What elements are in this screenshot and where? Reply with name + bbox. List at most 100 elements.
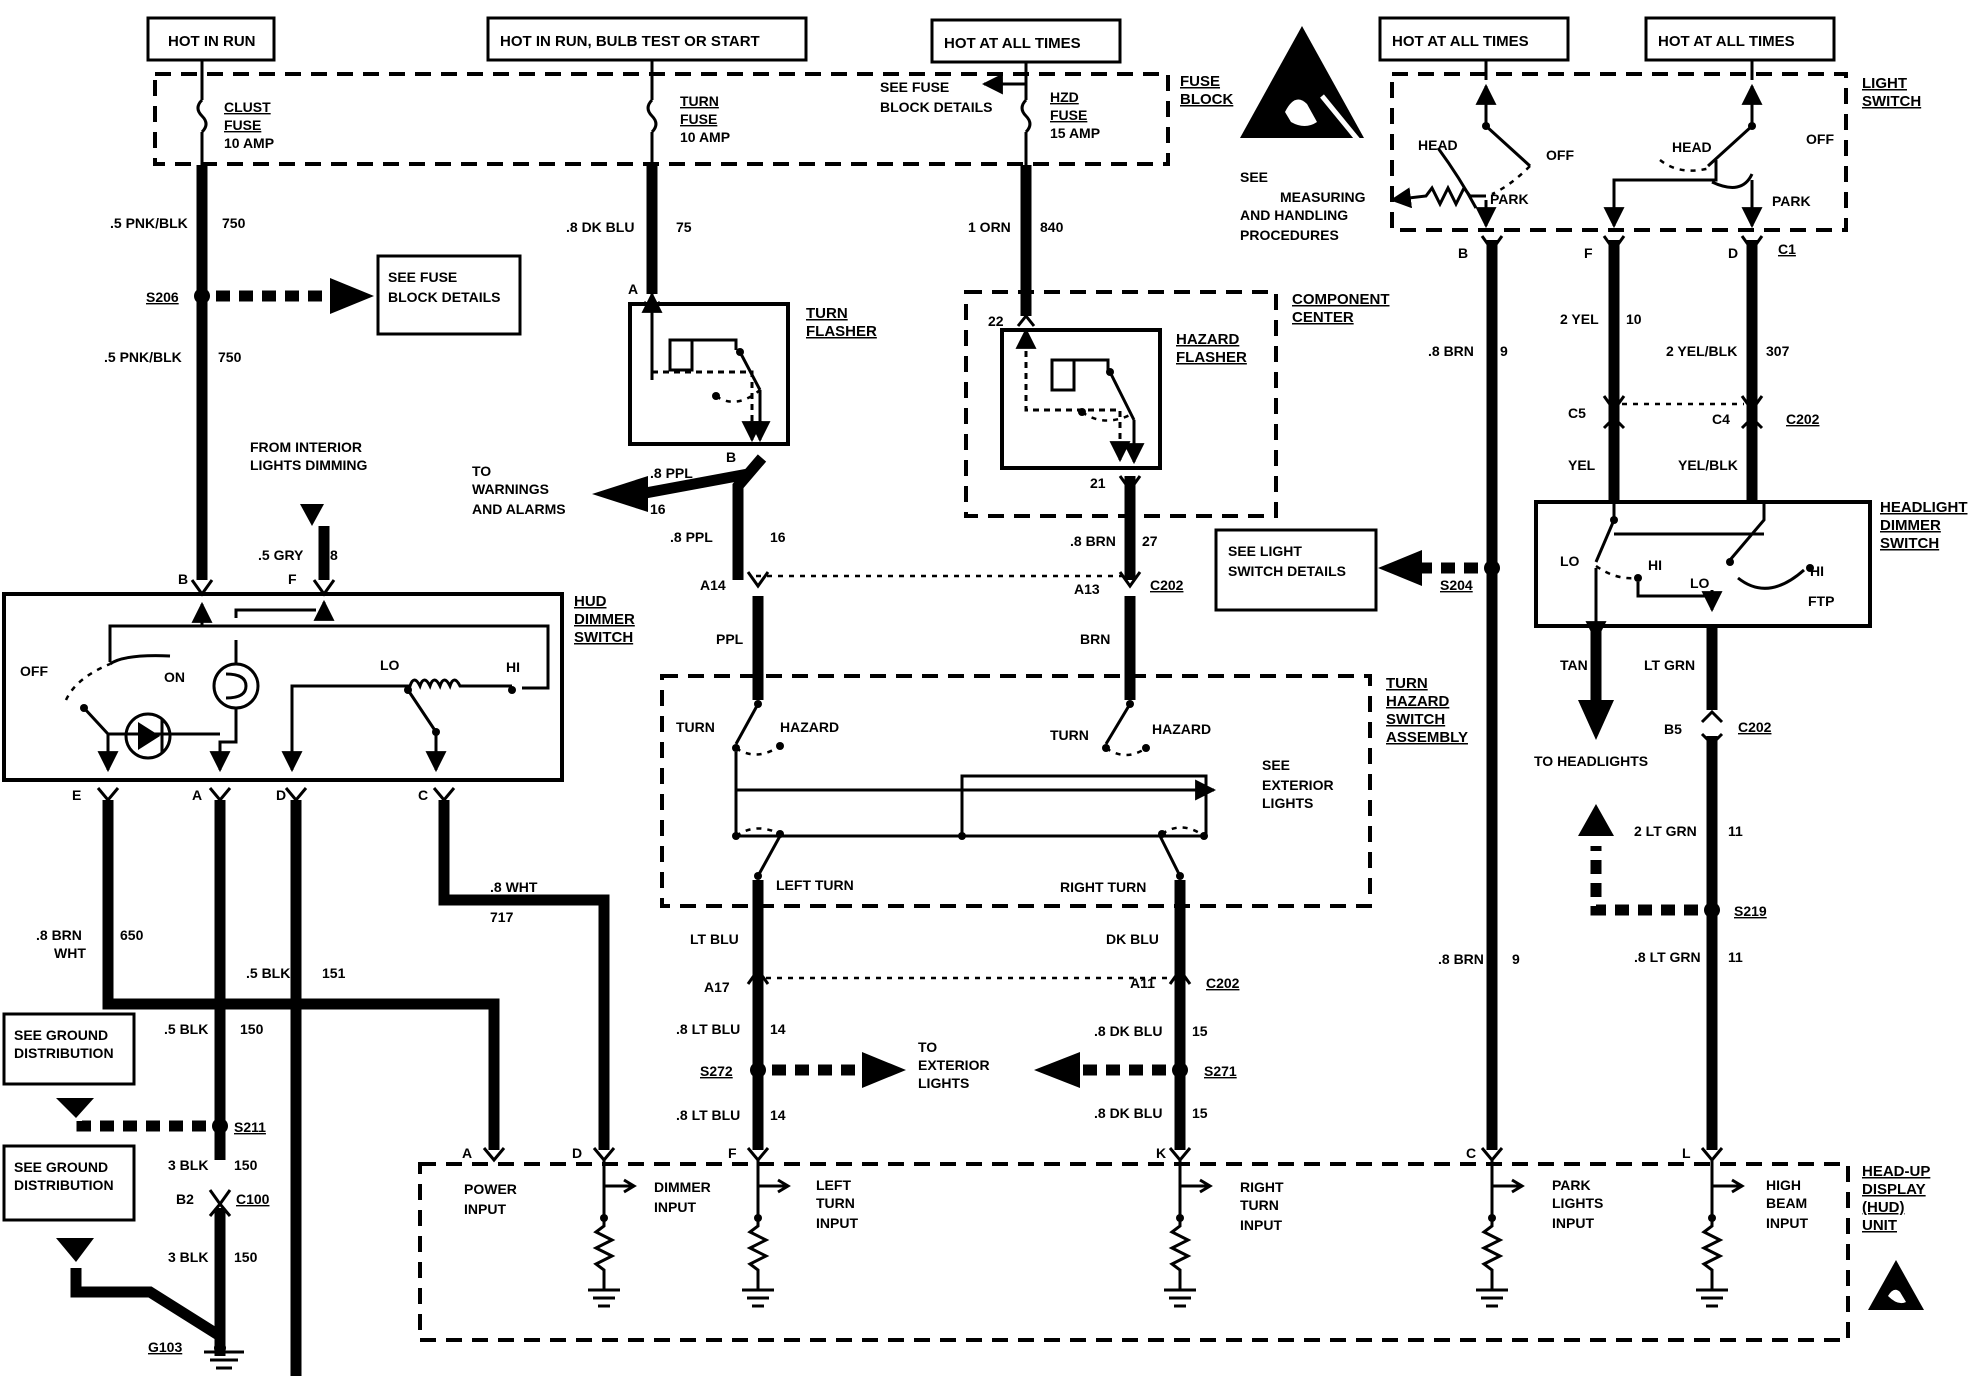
svg-text:LIGHTS: LIGHTS xyxy=(1262,795,1313,811)
svg-text:.5 PNK/BLK: .5 PNK/BLK xyxy=(104,349,182,365)
wire-150: .5 BLK 150 3 BLK 150 B2 C100 3 BLK 150 xyxy=(70,800,270,1356)
svg-text:FLASHER: FLASHER xyxy=(806,323,877,340)
svg-text:C4: C4 xyxy=(1712,411,1730,427)
wire-10: 2 YEL 10 xyxy=(1560,235,1642,500)
wire-label-yel-blk: YEL/BLK xyxy=(1678,457,1738,473)
svg-text:.8 DK BLU: .8 DK BLU xyxy=(1094,1105,1162,1121)
svg-text:9: 9 xyxy=(1512,951,1520,967)
svg-text:HI: HI xyxy=(1648,557,1662,573)
svg-text:INPUT: INPUT xyxy=(464,1201,506,1217)
svg-text:C1: C1 xyxy=(1778,241,1796,257)
svg-text:C202: C202 xyxy=(1738,719,1772,735)
svg-text:POWER: POWER xyxy=(464,1181,517,1197)
svg-text:B: B xyxy=(1458,245,1468,261)
svg-text:LO: LO xyxy=(1560,553,1580,569)
svg-text:840: 840 xyxy=(1040,219,1064,235)
svg-text:INPUT: INPUT xyxy=(1552,1215,1594,1231)
svg-text:COMPONENT: COMPONENT xyxy=(1292,291,1390,308)
svg-text:S271: S271 xyxy=(1204,1063,1237,1079)
wire-label-dk-blu: DK BLU xyxy=(1106,931,1159,947)
svg-text:151: 151 xyxy=(322,965,346,981)
svg-text:CLUST: CLUST xyxy=(224,99,271,115)
svg-text:HAZARD: HAZARD xyxy=(1152,721,1211,737)
esd-warning-icon-small xyxy=(1868,1260,1924,1310)
svg-text:15: 15 xyxy=(1192,1105,1208,1121)
supply-label-hot-in-run: HOT IN RUN xyxy=(146,16,276,62)
light-switch: LIGHT SWITCH HEAD OFF PARK HEAD OFF PARK… xyxy=(1389,60,1921,261)
wire-label-ppl: PPL xyxy=(716,631,744,647)
svg-text:717: 717 xyxy=(490,909,514,925)
svg-text:.5 BLK: .5 BLK xyxy=(164,1021,208,1037)
turn-flasher: TURN FLASHER xyxy=(628,291,877,446)
svg-text:L: L xyxy=(1682,1145,1691,1161)
svg-text:FUSE: FUSE xyxy=(1180,73,1220,90)
high-beam-input-circuit xyxy=(1696,1160,1745,1308)
svg-text:SWITCH: SWITCH xyxy=(1862,93,1921,110)
svg-text:TURN: TURN xyxy=(1386,675,1428,692)
svg-text:A: A xyxy=(628,281,638,297)
esd-note: SEE MEASURING AND HANDLING PROCEDURES xyxy=(1240,169,1366,243)
svg-text:.8 BRN: .8 BRN xyxy=(1428,343,1474,359)
svg-text:ASSEMBLY: ASSEMBLY xyxy=(1386,729,1468,746)
svg-text:10: 10 xyxy=(1626,311,1642,327)
svg-text:INPUT: INPUT xyxy=(1240,1217,1282,1233)
splice-s204: S204 xyxy=(1378,550,1500,593)
svg-text:.5 BLK: .5 BLK xyxy=(246,965,290,981)
svg-text:A: A xyxy=(462,1145,472,1161)
svg-text:11: 11 xyxy=(1728,823,1743,839)
svg-text:2 YEL/BLK: 2 YEL/BLK xyxy=(1666,343,1737,359)
park-lights-input-circuit xyxy=(1476,1160,1525,1308)
svg-text:A14: A14 xyxy=(700,577,726,593)
svg-text:C202: C202 xyxy=(1206,975,1240,991)
svg-text:PROCEDURES: PROCEDURES xyxy=(1240,227,1339,243)
svg-text:EXTERIOR: EXTERIOR xyxy=(918,1057,990,1073)
svg-text:HIGH: HIGH xyxy=(1766,1177,1801,1193)
svg-text:DISTRIBUTION: DISTRIBUTION xyxy=(14,1045,114,1061)
connector-c202-a17-a11: A17 A11 C202 xyxy=(704,967,1240,995)
wire-717: .8 WHT 717 xyxy=(438,800,610,1150)
wire-307: 2 YEL/BLK 307 xyxy=(1666,235,1790,500)
svg-text:.5 GRY: .5 GRY xyxy=(258,547,304,563)
svg-text:F: F xyxy=(1584,245,1593,261)
hazard-flasher: 22 HAZARD FLASHER 21 xyxy=(988,313,1247,491)
svg-text:S272: S272 xyxy=(700,1063,733,1079)
svg-text:C100: C100 xyxy=(236,1191,270,1207)
svg-text:RIGHT TURN: RIGHT TURN xyxy=(1060,879,1146,895)
svg-text:INPUT: INPUT xyxy=(816,1215,858,1231)
svg-text:TURN: TURN xyxy=(1240,1197,1279,1213)
hud-unit-input-circuits xyxy=(588,1160,1745,1308)
svg-text:D: D xyxy=(572,1145,582,1161)
svg-text:750: 750 xyxy=(218,349,242,365)
svg-text:10 AMP: 10 AMP xyxy=(680,129,730,145)
hud-unit: HEAD-UP DISPLAY (HUD) UNIT A D F K C L P… xyxy=(418,1145,1930,1342)
note-to-warnings: TO WARNINGS AND ALARMS xyxy=(472,463,566,517)
svg-text:LIGHTS DIMMING: LIGHTS DIMMING xyxy=(250,457,368,473)
svg-text:TURN: TURN xyxy=(1050,727,1089,743)
svg-text:TO HEADLIGHTS: TO HEADLIGHTS xyxy=(1534,753,1648,769)
svg-text:K: K xyxy=(1156,1145,1166,1161)
svg-text:SWITCH: SWITCH xyxy=(574,629,633,646)
svg-text:SEE LIGHT: SEE LIGHT xyxy=(1228,543,1302,559)
supply-label-hot-at-all-times-1: HOT AT ALL TIMES xyxy=(1378,16,1570,62)
svg-text:PARK: PARK xyxy=(1552,1177,1591,1193)
clust-fuse-symbol xyxy=(196,98,208,134)
svg-text:C5: C5 xyxy=(1568,405,1586,421)
component-center: COMPONENT CENTER xyxy=(964,290,1390,518)
ground-g103: G103 xyxy=(148,1339,244,1370)
svg-text:FUSE: FUSE xyxy=(680,111,717,127)
svg-text:LO: LO xyxy=(1690,575,1710,591)
svg-text:D: D xyxy=(276,787,286,803)
svg-text:.8 LT BLU: .8 LT BLU xyxy=(676,1107,740,1123)
svg-text:.8 LT BLU: .8 LT BLU xyxy=(676,1021,740,1037)
svg-text:SEE: SEE xyxy=(1240,169,1268,185)
svg-text:HEAD: HEAD xyxy=(1672,139,1712,155)
supply-label-hot-at-all-times-2: HOT AT ALL TIMES xyxy=(1644,16,1836,62)
svg-text:.8 BRN: .8 BRN xyxy=(1438,951,1484,967)
svg-text:MEASURING: MEASURING xyxy=(1280,189,1366,205)
svg-text:HI: HI xyxy=(506,659,520,675)
svg-text:INPUT: INPUT xyxy=(654,1199,696,1215)
svg-text:15: 15 xyxy=(1192,1023,1208,1039)
svg-text:HOT AT ALL TIMES: HOT AT ALL TIMES xyxy=(1392,33,1529,50)
svg-text:SWITCH DETAILS: SWITCH DETAILS xyxy=(1228,563,1346,579)
wire-16: B .8 PPL 16 .8 PPL 16 xyxy=(592,449,786,580)
